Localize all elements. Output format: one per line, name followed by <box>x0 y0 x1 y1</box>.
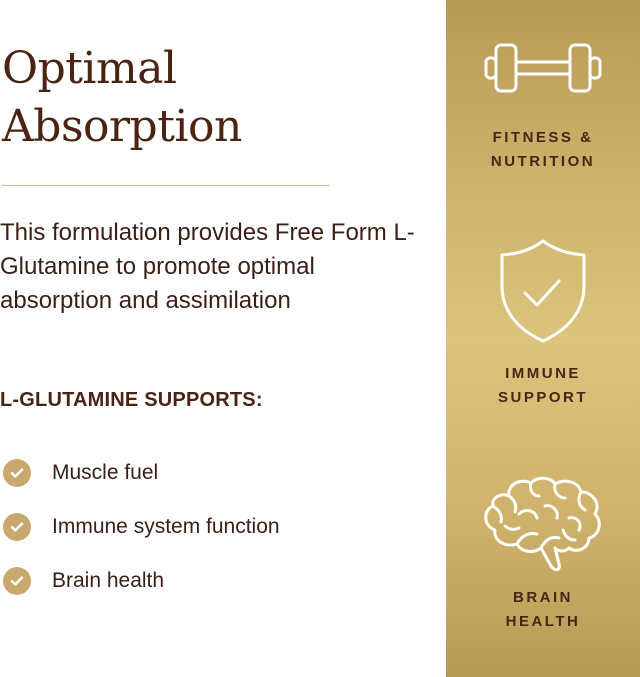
check-circle-icon <box>3 459 31 487</box>
feature-label: IMMUNE SUPPORT <box>446 362 640 410</box>
list-item-label: Muscle fuel <box>52 461 159 484</box>
brain-icon <box>484 476 601 572</box>
feature-label-line: BRAIN <box>513 589 573 606</box>
feature-label-line: FITNESS & <box>492 129 594 146</box>
title-line-1: Optimal <box>2 43 177 94</box>
supports-heading: L-GLUTAMINE SUPPORTS: <box>0 389 263 411</box>
benefits-list: Muscle fuel Immune system function Brain… <box>0 446 280 608</box>
list-item: Muscle fuel <box>0 446 280 500</box>
feature-label-line: IMMUNE <box>505 365 581 382</box>
content-column: Optimal Absorption This formulation prov… <box>0 40 415 608</box>
shield-check-icon <box>500 239 586 343</box>
list-item-label: Immune system function <box>52 515 280 538</box>
feature-label: FITNESS & NUTRITION <box>446 126 640 174</box>
check-circle-icon <box>3 567 31 595</box>
feature-label-line: SUPPORT <box>497 389 588 406</box>
list-item: Immune system function <box>0 500 280 554</box>
check-circle-icon <box>3 513 31 541</box>
features-panel: FITNESS & NUTRITION IMMUNE SUPPORT <box>446 0 640 677</box>
feature-immune: IMMUNE SUPPORT <box>446 238 640 410</box>
list-item-label: Brain health <box>52 569 165 592</box>
title-line-2: Absorption <box>2 101 242 152</box>
description-text: This formulation provides Free Form L-Gl… <box>0 219 415 314</box>
feature-label-line: HEALTH <box>505 613 581 630</box>
dumbbell-icon <box>484 43 602 93</box>
title-divider <box>2 185 330 186</box>
feature-label: BRAIN HEALTH <box>446 586 640 634</box>
list-item: Brain health <box>0 554 280 608</box>
feature-fitness: FITNESS & NUTRITION <box>446 40 640 174</box>
page-title: Optimal Absorption <box>2 40 242 156</box>
feature-label-line: NUTRITION <box>490 153 596 170</box>
feature-brain: BRAIN HEALTH <box>446 474 640 634</box>
